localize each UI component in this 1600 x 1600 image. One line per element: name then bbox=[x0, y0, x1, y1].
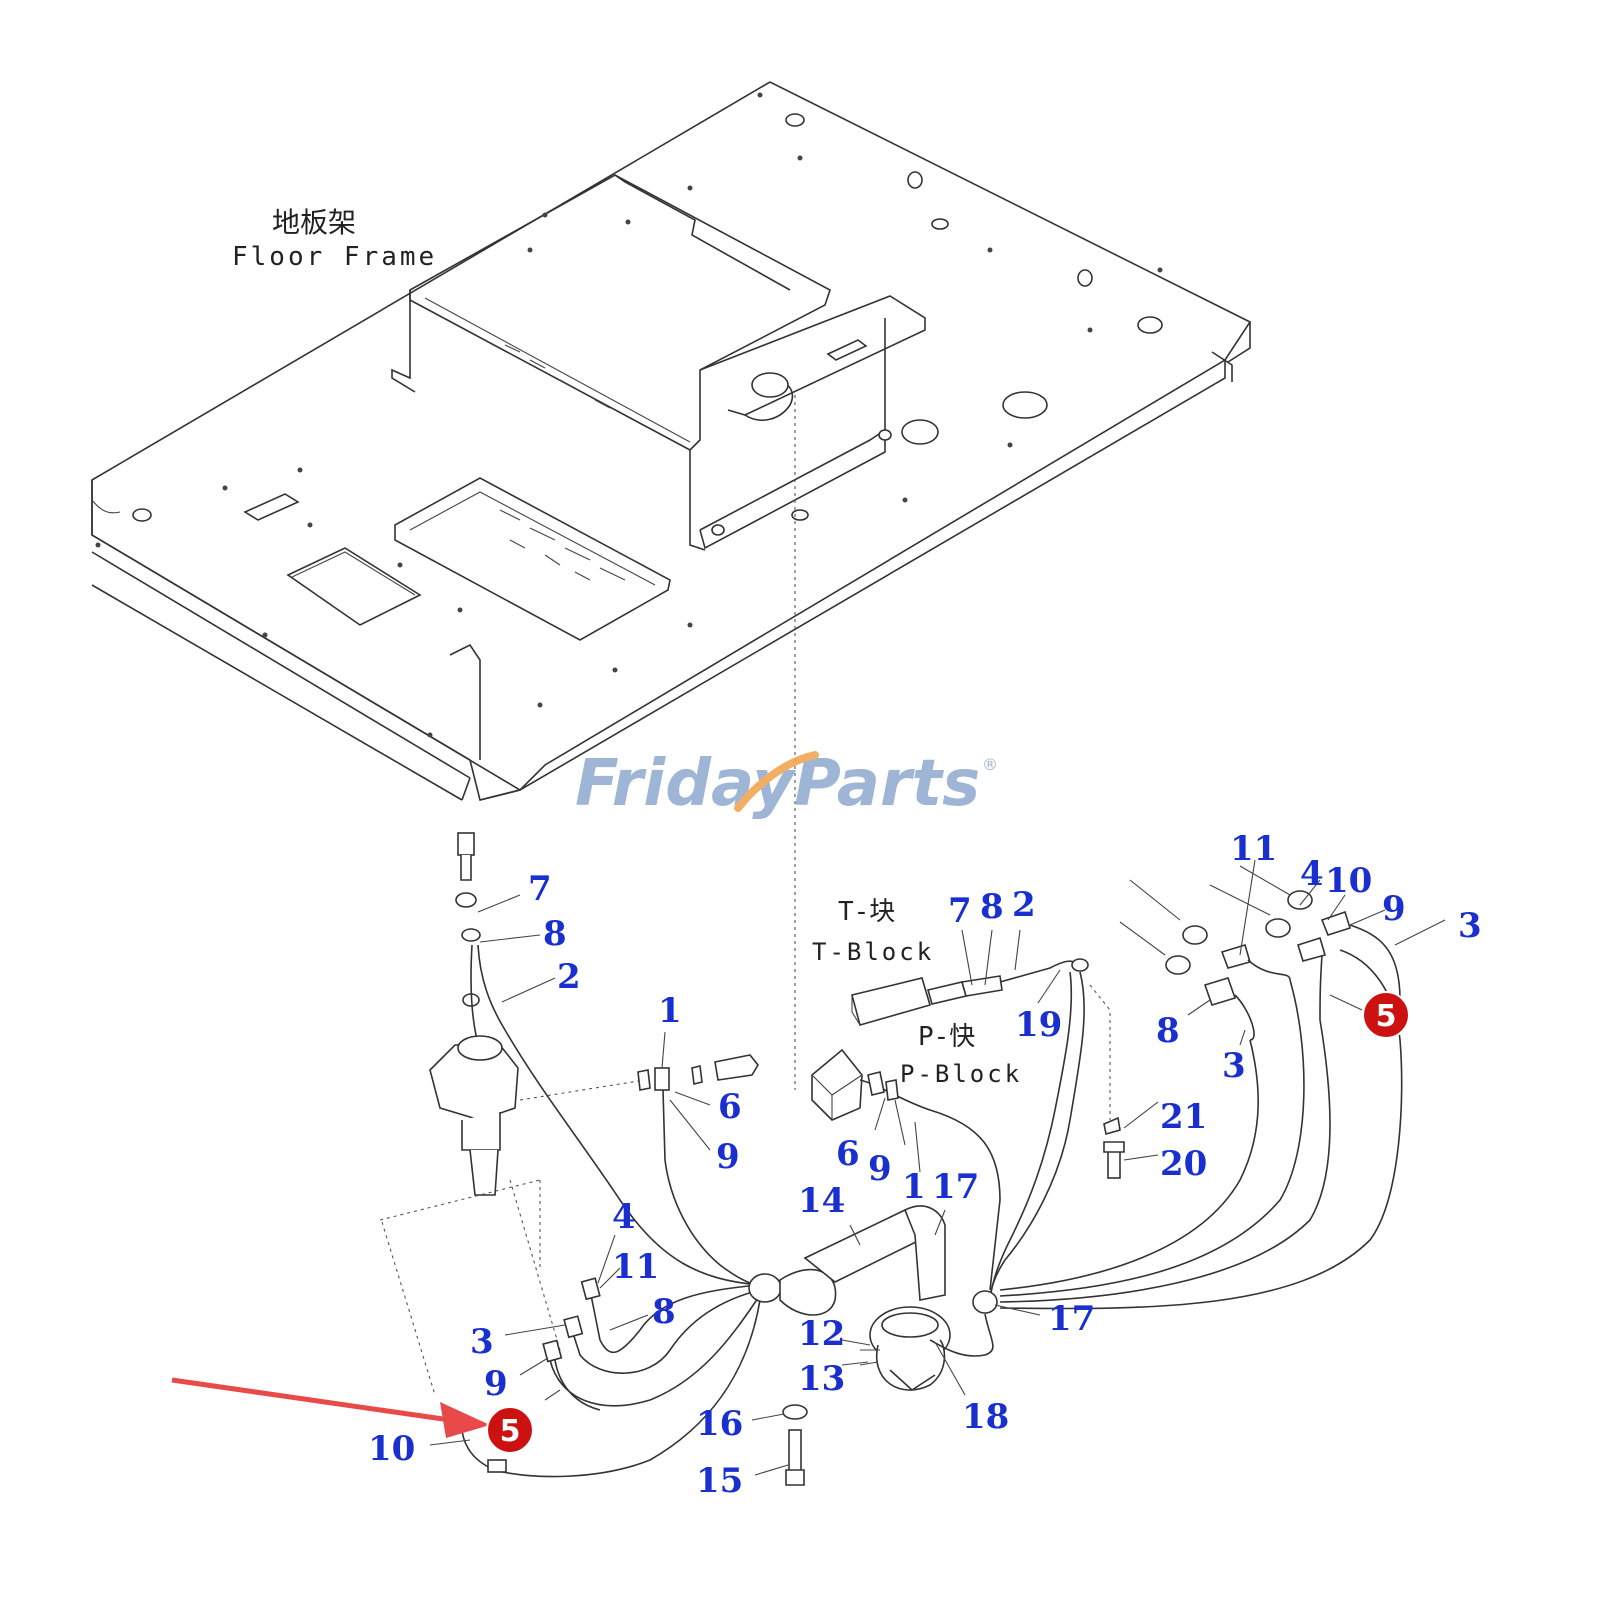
arrow-head bbox=[440, 1402, 490, 1438]
p-block-label-en: P-Block bbox=[900, 1060, 1022, 1088]
callout-8-24: 8 bbox=[980, 887, 1004, 927]
callout-11-7: 11 bbox=[612, 1247, 659, 1287]
callout-9-32: 9 bbox=[1382, 889, 1406, 929]
callout-3-33: 3 bbox=[1458, 906, 1482, 946]
marker-5-0: 5 bbox=[1362, 991, 1410, 1039]
callout-17-22: 17 bbox=[1048, 1299, 1095, 1339]
callout-6-18: 6 bbox=[836, 1134, 860, 1174]
callout-8-1: 8 bbox=[543, 914, 567, 954]
watermark-text-parts: Parts bbox=[794, 747, 980, 821]
marker-label: 5 bbox=[1376, 999, 1397, 1034]
callout-8-34: 8 bbox=[1156, 1011, 1180, 1051]
callout-8-8: 8 bbox=[652, 1292, 676, 1332]
callout-20-28: 20 bbox=[1160, 1144, 1207, 1184]
leader-lines bbox=[429, 859, 1446, 1476]
callout-13-16: 13 bbox=[798, 1359, 845, 1399]
callout-17-21: 17 bbox=[932, 1167, 979, 1207]
callout-12-15: 12 bbox=[798, 1314, 845, 1354]
highlight-markers: 55 bbox=[486, 991, 1410, 1454]
callout-4-6: 4 bbox=[612, 1197, 636, 1237]
fridayparts-watermark: FridayParts ® bbox=[575, 747, 998, 821]
callout-14-14: 14 bbox=[798, 1181, 845, 1221]
p-block-label-cn: P-快 bbox=[918, 1022, 975, 1052]
watermark-swoosh bbox=[734, 751, 819, 812]
callout-6-4: 6 bbox=[718, 1087, 742, 1127]
callout-9-10: 9 bbox=[484, 1364, 508, 1404]
callout-2-25: 2 bbox=[1012, 885, 1036, 925]
callout-10-11: 10 bbox=[368, 1429, 415, 1469]
callout-7-0: 7 bbox=[528, 869, 552, 909]
floor-frame-label-cn: 地板架 bbox=[272, 206, 356, 239]
arrow-shaft bbox=[171, 1377, 451, 1423]
watermark-registered-mark: ® bbox=[982, 755, 998, 774]
callout-19-26: 19 bbox=[1015, 1005, 1062, 1045]
callout-10-31: 10 bbox=[1325, 861, 1372, 901]
callout-3-9: 3 bbox=[470, 1322, 494, 1362]
component-labels: 地板架 Floor Frame T-块 T-Block P-快 P-Block bbox=[232, 206, 1022, 1088]
t-block-label-cn: T-块 bbox=[838, 897, 895, 927]
callout-16-12: 16 bbox=[696, 1404, 743, 1444]
floor-frame bbox=[91, 81, 1252, 1090]
marker-label: 5 bbox=[500, 1414, 521, 1449]
marker-5-1: 5 bbox=[486, 1406, 534, 1454]
t-block-label-en: T-Block bbox=[812, 938, 934, 966]
svg-text:FridayParts: FridayParts bbox=[575, 747, 980, 821]
callout-21-27: 21 bbox=[1160, 1097, 1207, 1137]
red-arrow bbox=[171, 1377, 490, 1438]
marker-circle bbox=[1362, 991, 1410, 1039]
callout-9-5: 9 bbox=[716, 1137, 740, 1177]
callout-15-13: 15 bbox=[696, 1461, 743, 1501]
callout-2-2: 2 bbox=[557, 957, 581, 997]
callout-1-20: 1 bbox=[902, 1167, 926, 1207]
callout-1-3: 1 bbox=[658, 991, 682, 1031]
callout-9-19: 9 bbox=[868, 1149, 892, 1189]
floor-frame-label-en: Floor Frame bbox=[232, 242, 437, 272]
marker-circle bbox=[486, 1406, 534, 1454]
callout-18-17: 18 bbox=[962, 1397, 1009, 1437]
callout-3-35: 3 bbox=[1222, 1046, 1246, 1086]
callout-7-23: 7 bbox=[948, 891, 972, 931]
callout-11-29: 11 bbox=[1230, 829, 1277, 869]
frame-holes bbox=[95, 92, 1163, 738]
callout-4-30: 4 bbox=[1300, 854, 1324, 894]
hose-assembly bbox=[379, 832, 1403, 1486]
